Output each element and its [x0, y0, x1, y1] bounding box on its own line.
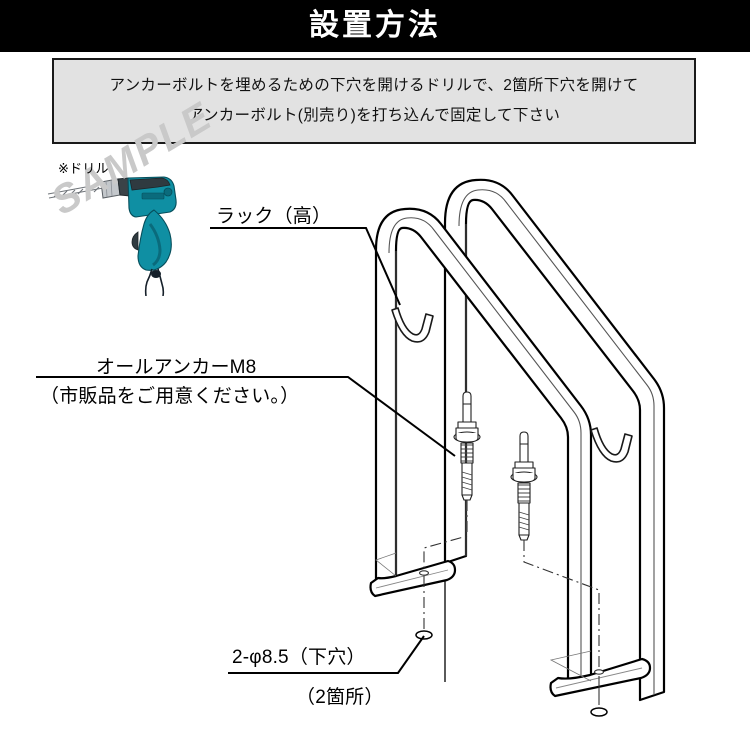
rack-back-frame-inner — [458, 189, 655, 695]
anchor-bolt-label-line-1: オールアンカーM8 — [96, 357, 257, 378]
rack-hook-back — [590, 427, 633, 463]
rack-front-frame-inner — [388, 217, 582, 684]
pilot-hole-label-line-2: （2箇所） — [296, 687, 384, 708]
rack-label-leader — [210, 227, 401, 306]
description-line-1: アンカーボルトを埋めるための下穴を開けるドリルで、2箇所下穴を開けて — [109, 76, 639, 94]
back-bolt-centerline — [523, 540, 600, 670]
rack-front-frame — [374, 207, 593, 691]
drill-body-icon — [127, 176, 177, 218]
back-floor-hole-icon — [590, 707, 608, 717]
pilot-hole-label-line-1: 2-φ8.5（下穴） — [232, 647, 366, 668]
front-bolt-centerline — [423, 500, 468, 571]
drill-bit-icon — [47, 183, 104, 199]
anchor-bolt-label-line-2: （市販品をご用意ください。） — [40, 386, 300, 407]
rack-back-frame — [443, 178, 666, 702]
back-base-plate-hole — [593, 669, 605, 675]
rack-front-base-plate — [369, 552, 457, 598]
drill-note-label: ※ドリル — [58, 161, 109, 176]
rack-hook-front — [391, 307, 434, 343]
drill-chuck-icon — [100, 177, 131, 199]
drill-power-cord-icon — [144, 268, 165, 296]
front-base-plate-hole — [418, 570, 430, 576]
anchor-bolt-back-icon — [510, 431, 538, 541]
description-line-2: アンカーボルト(別売り)を打ち込んで固定して下さい — [187, 107, 561, 124]
front-floor-hole-icon — [415, 630, 433, 640]
drill-handle-icon — [131, 209, 172, 271]
rack-back-base-plate — [549, 650, 652, 698]
power-drill-icon — [47, 176, 177, 296]
rack-label: ラック（高） — [216, 206, 332, 227]
instruction-description-box: アンカーボルトを埋めるための下穴を開けるドリルで、2箇所下穴を開けて アンカーボ… — [52, 58, 696, 144]
page-title: 設置方法 — [309, 9, 441, 42]
anchor-bolt-front-icon — [453, 391, 481, 501]
header-bar — [0, 0, 750, 52]
